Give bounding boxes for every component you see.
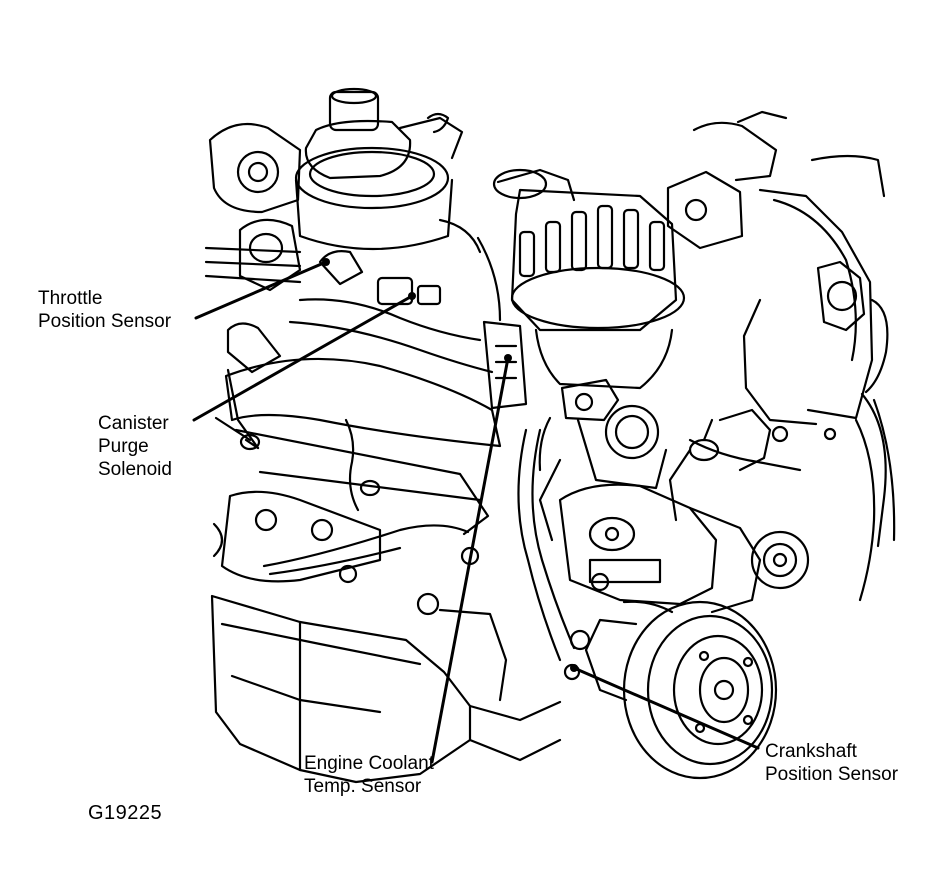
label-line: Crankshaft bbox=[765, 741, 857, 762]
leader-throttle-position-sensor bbox=[194, 260, 328, 320]
thermostat-housing bbox=[538, 378, 668, 490]
engine-coolant-temp-sensor-marker bbox=[504, 354, 512, 362]
throttle-position-sensor-marker bbox=[322, 258, 330, 266]
timing-cover bbox=[517, 418, 720, 662]
canister-purge-solenoid-marker bbox=[408, 292, 416, 300]
throttle-body bbox=[294, 87, 464, 251]
leader-crankshaft-position-sensor bbox=[572, 666, 760, 750]
label-line: Throttle bbox=[38, 288, 103, 309]
sensor-markers bbox=[322, 258, 578, 672]
fan-shroud bbox=[854, 398, 896, 602]
label-engine-coolant-temp-sensor: Engine Coolant Temp. Sensor bbox=[304, 752, 434, 798]
label-throttle-position-sensor: Throttle Position Sensor bbox=[38, 287, 171, 333]
crankshaft-position-sensor-marker bbox=[570, 664, 578, 672]
distributor bbox=[492, 168, 686, 390]
label-canister-purge-solenoid: Canister Purge Solenoid bbox=[98, 412, 172, 481]
label-line: Canister bbox=[98, 413, 169, 434]
sensor-harness bbox=[288, 218, 528, 410]
leader-lines bbox=[192, 260, 760, 764]
label-line: Engine Coolant bbox=[304, 753, 434, 774]
label-crankshaft-position-sensor: Crankshaft Position Sensor bbox=[765, 740, 898, 786]
exhaust-manifold bbox=[212, 490, 470, 584]
label-line: Position Sensor bbox=[38, 311, 172, 332]
label-line: Temp. Sensor bbox=[304, 776, 422, 797]
engine-illustration bbox=[204, 87, 896, 784]
figure-id: G19225 bbox=[88, 802, 163, 824]
coil-and-bracket bbox=[666, 110, 889, 548]
egr-and-bracket bbox=[204, 122, 302, 450]
engine-block bbox=[210, 546, 562, 784]
crankshaft-pulley bbox=[563, 600, 778, 780]
label-line: Solenoid bbox=[98, 459, 172, 480]
label-line: Purge bbox=[98, 436, 149, 457]
leader-canister-purge-solenoid bbox=[192, 294, 414, 422]
water-pump bbox=[558, 483, 810, 614]
intake-manifold bbox=[214, 357, 502, 536]
leader-engine-coolant-temp-sensor bbox=[430, 356, 510, 764]
label-line: Position Sensor bbox=[765, 764, 899, 785]
